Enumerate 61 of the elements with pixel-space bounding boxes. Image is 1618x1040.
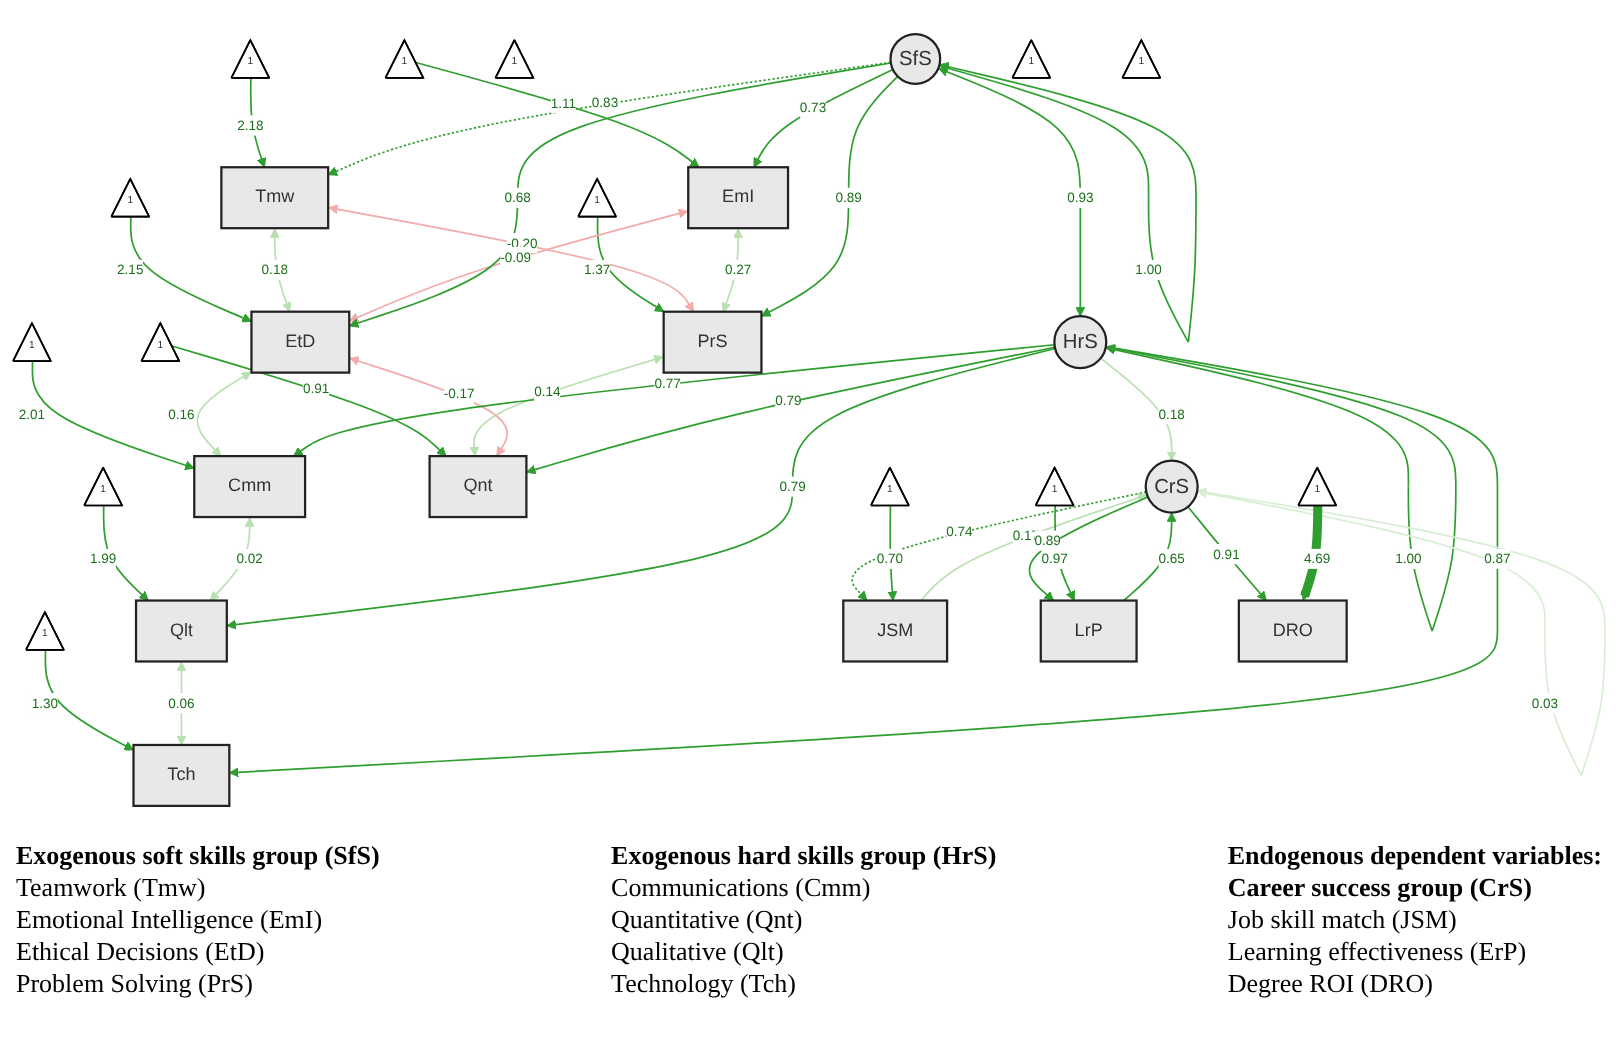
node-circle: CrS bbox=[1144, 459, 1199, 514]
arrow bbox=[761, 75, 899, 317]
arrow bbox=[1099, 357, 1177, 462]
arrow bbox=[249, 77, 267, 168]
arrow bbox=[1122, 512, 1177, 602]
legend-text: Ethical Decisions (EtD) bbox=[16, 936, 267, 968]
node-circle: HrS bbox=[1053, 315, 1108, 370]
legend-text: Quantitative (Qnt) bbox=[611, 904, 805, 936]
node-box: EmI bbox=[687, 166, 790, 230]
node-box: DRO bbox=[1237, 599, 1348, 663]
arrow bbox=[293, 343, 1056, 457]
arrow bbox=[1105, 343, 1457, 632]
arrow bbox=[1187, 505, 1267, 601]
arrow bbox=[348, 208, 689, 322]
arrow bbox=[938, 67, 1086, 317]
legend-text: Problem Solving (PrS) bbox=[16, 968, 255, 1000]
arrow bbox=[102, 505, 149, 601]
arrow bbox=[887, 505, 898, 601]
node-box: Qlt bbox=[134, 599, 228, 663]
arrow bbox=[196, 371, 252, 457]
arrow bbox=[939, 61, 1197, 343]
node-circle: SfS bbox=[889, 32, 942, 85]
arrow bbox=[129, 216, 252, 323]
node-box: Tmw bbox=[220, 166, 330, 230]
legend-heading: Exogenous soft skills group (SfS) bbox=[16, 840, 380, 872]
legend-text: Emotional Intelligence (EmI) bbox=[16, 904, 325, 936]
legend-heading: Career success group (CrS) bbox=[1227, 872, 1534, 904]
arrow bbox=[171, 345, 447, 457]
arrow bbox=[596, 216, 665, 313]
arrow bbox=[721, 228, 744, 313]
arrow bbox=[1300, 506, 1323, 601]
node-box: EtD bbox=[250, 310, 351, 374]
node-box: LrP bbox=[1039, 599, 1138, 663]
node-box: PrS bbox=[662, 310, 763, 374]
node-box: Qnt bbox=[428, 455, 528, 519]
legend-text: Teamwork (Tmw) bbox=[16, 872, 208, 904]
arrow bbox=[349, 356, 509, 457]
legend-text: Job skill match (JSM) bbox=[1227, 904, 1459, 936]
arrow bbox=[44, 649, 134, 751]
legend-text: Degree ROI (DRO) bbox=[1227, 968, 1435, 1000]
node-box: JSM bbox=[842, 599, 949, 663]
arrow bbox=[31, 360, 195, 471]
arrow bbox=[209, 517, 255, 601]
legend-text: Qualitative (Qlt) bbox=[611, 936, 786, 968]
arrow bbox=[327, 61, 892, 176]
arrow bbox=[1196, 487, 1606, 777]
node-box: Tch bbox=[132, 743, 231, 808]
arrow bbox=[415, 61, 700, 168]
arrow bbox=[228, 345, 1499, 778]
legend-heading: Exogenous hard skills group (HrS) bbox=[611, 840, 997, 872]
arrow bbox=[525, 346, 1056, 475]
node-box: Cmm bbox=[193, 455, 307, 519]
arrow bbox=[469, 354, 664, 457]
arrow bbox=[753, 68, 894, 168]
arrow bbox=[348, 62, 892, 328]
legend-text: Communications (Cmm) bbox=[611, 872, 873, 904]
arrow bbox=[328, 204, 695, 313]
arrow bbox=[226, 347, 1056, 630]
legend-text: Technology (Tch) bbox=[611, 968, 798, 1000]
legend-text: Learning effectiveness (ErP) bbox=[1227, 936, 1529, 968]
legend-heading: Endogenous dependent variables: bbox=[1227, 840, 1602, 872]
